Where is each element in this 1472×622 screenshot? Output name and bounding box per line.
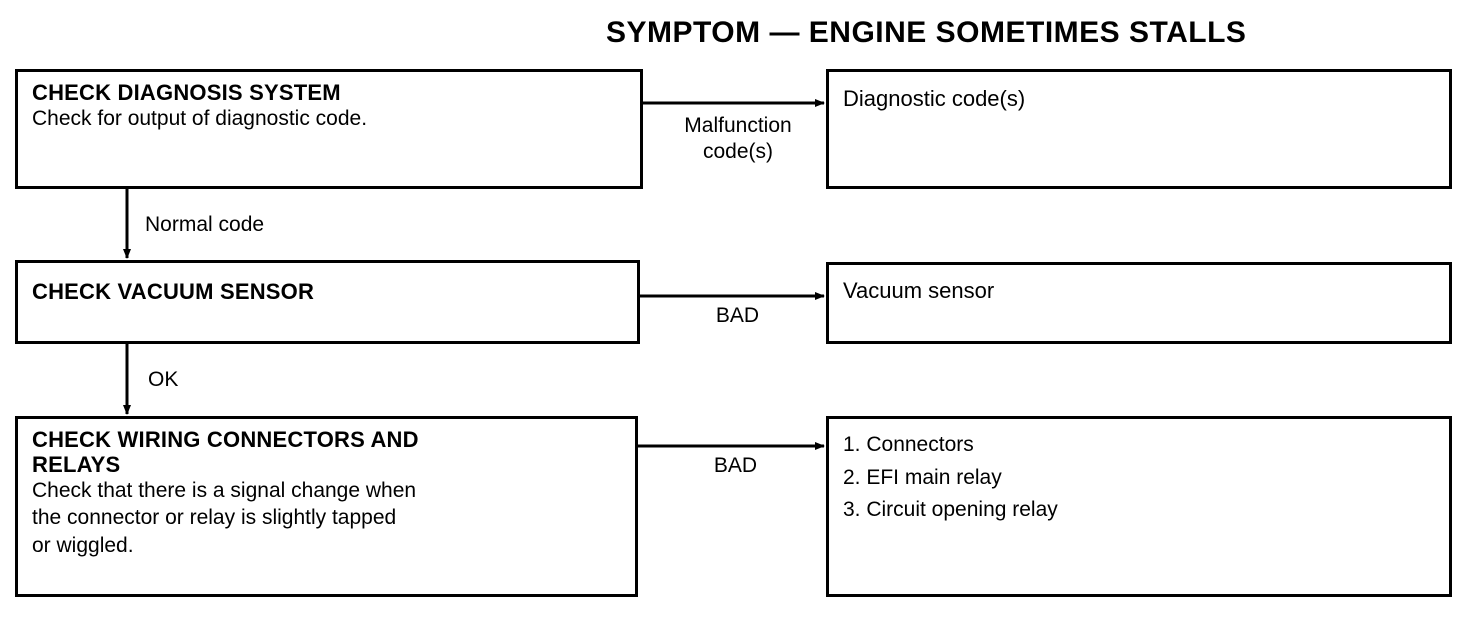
step-box-check-diagnosis-system: CHECK DIAGNOSIS SYSTEM Check for output … — [15, 69, 643, 189]
result-text: Vacuum sensor — [843, 278, 995, 303]
step-heading-line1: CHECK WIRING CONNECTORS AND — [32, 427, 419, 452]
edge-label-text: BAD — [715, 304, 760, 327]
edge-label-line1: Malfunction — [684, 114, 792, 137]
result-box-diagnostic-codes: Diagnostic code(s) — [826, 69, 1452, 189]
step-body-line2: the connector or relay is slightly tappe… — [32, 506, 397, 530]
step-body-line1: Check that there is a signal change when — [32, 479, 417, 503]
list-item: 1. Connectors — [843, 433, 974, 456]
edge-label-ok: OK — [148, 367, 178, 393]
edge-label-line2: code(s) — [702, 139, 774, 163]
page-title: SYMPTOM — ENGINE SOMETIMES STALLS — [606, 16, 1247, 49]
edge-label-malfunction-code: Malfunction code(s) — [658, 113, 818, 164]
list-item: 2. EFI main relay — [843, 465, 1002, 489]
step-body: Check for output of diagnostic code. — [32, 107, 368, 131]
edge-label-text: Normal code — [145, 213, 265, 236]
step-heading: CHECK VACUUM SENSOR — [32, 279, 315, 304]
edge-label-text: OK — [148, 368, 179, 391]
step-box-check-wiring-connectors-and-relays: CHECK WIRING CONNECTORS AND RELAYS Check… — [15, 416, 638, 597]
edge-label-bad-wiring: BAD — [653, 453, 818, 479]
edge-label-text: BAD — [713, 454, 758, 477]
result-box-suspect-parts: 1. Connectors 2. EFI main relay 3. Circu… — [826, 416, 1452, 597]
result-text: Diagnostic code(s) — [843, 86, 1026, 111]
step-body-line3: or wiggled. — [32, 533, 134, 557]
edge-label-normal-code: Normal code — [145, 212, 264, 238]
edge-label-bad-vacuum: BAD — [655, 303, 820, 329]
step-heading: CHECK DIAGNOSIS SYSTEM — [32, 80, 341, 105]
step-heading-line2: RELAYS — [32, 452, 121, 478]
step-box-check-vacuum-sensor: CHECK VACUUM SENSOR — [15, 260, 640, 344]
result-box-vacuum-sensor: Vacuum sensor — [826, 262, 1452, 344]
list-item: 3. Circuit opening relay — [843, 498, 1058, 522]
